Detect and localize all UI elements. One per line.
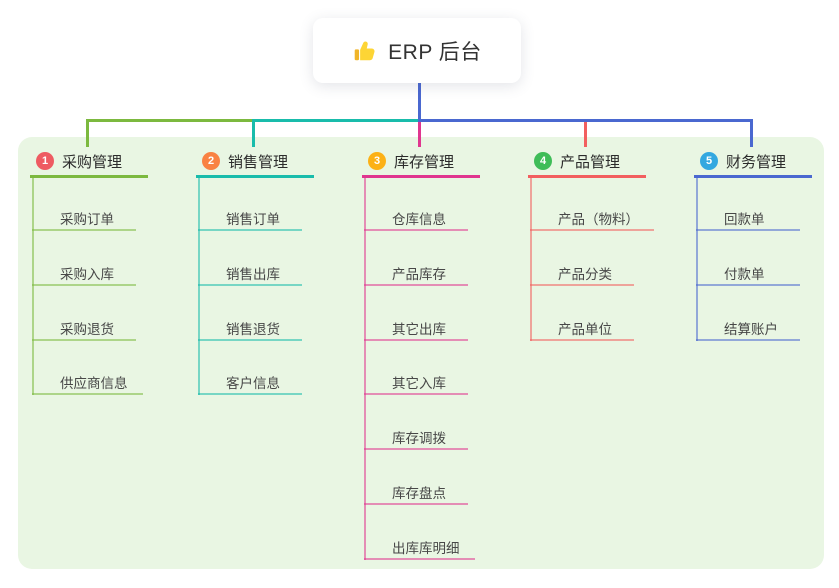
children-spine-connector xyxy=(530,178,532,341)
branch-drop-connector xyxy=(252,122,255,147)
children-spine-connector xyxy=(32,178,34,396)
child-underline xyxy=(530,284,634,286)
child-node[interactable]: 采购入库 xyxy=(60,267,114,282)
child-underline xyxy=(696,339,800,341)
connector-rail-mid xyxy=(252,119,421,122)
branch-underline xyxy=(196,175,314,178)
child-node[interactable]: 库存调拨 xyxy=(392,431,446,446)
child-underline xyxy=(198,339,302,341)
branch-drop-connector xyxy=(584,122,587,147)
mindmap-panel xyxy=(18,137,824,569)
child-node[interactable]: 销售订单 xyxy=(226,212,280,227)
child-node[interactable]: 结算账户 xyxy=(724,322,778,337)
root-connector-stem xyxy=(418,83,421,119)
branch-label-text: 销售管理 xyxy=(228,153,289,171)
priority-badge: 4 xyxy=(534,152,552,170)
child-node[interactable]: 产品（物料） xyxy=(558,212,639,227)
child-underline xyxy=(696,229,800,231)
child-node[interactable]: 采购订单 xyxy=(60,212,114,227)
child-underline xyxy=(364,558,475,560)
child-underline xyxy=(364,503,468,505)
branch-node-4[interactable]: 4 产品管理 xyxy=(534,148,620,174)
branch-drop-connector xyxy=(418,122,421,147)
child-underline xyxy=(32,229,136,231)
child-underline xyxy=(364,448,468,450)
branch-drop-connector xyxy=(86,122,89,147)
child-underline xyxy=(32,284,136,286)
child-node[interactable]: 产品库存 xyxy=(392,267,446,282)
branch-underline xyxy=(30,175,148,178)
thumb-hand xyxy=(360,40,375,60)
child-underline xyxy=(32,393,143,395)
child-node[interactable]: 库存盘点 xyxy=(392,486,446,501)
branch-label-text: 库存管理 xyxy=(394,153,455,171)
child-node[interactable]: 仓库信息 xyxy=(392,212,446,227)
child-node[interactable]: 其它出库 xyxy=(392,322,446,337)
child-node[interactable]: 采购退货 xyxy=(60,322,114,337)
child-node[interactable]: 销售出库 xyxy=(226,267,280,282)
thumb-cuff xyxy=(354,48,360,60)
child-underline xyxy=(364,284,468,286)
child-underline xyxy=(198,393,302,395)
child-underline xyxy=(530,339,634,341)
child-node[interactable]: 其它入库 xyxy=(392,376,446,391)
child-node[interactable]: 产品分类 xyxy=(558,267,612,282)
root-label: ERP 后台 xyxy=(388,40,482,64)
branch-drop-connector xyxy=(750,122,753,147)
branch-node-3[interactable]: 3 库存管理 xyxy=(368,148,454,174)
child-node[interactable]: 回款单 xyxy=(724,212,765,227)
branch-underline xyxy=(694,175,812,178)
child-underline xyxy=(364,393,468,395)
priority-badge: 1 xyxy=(36,152,54,170)
branch-label-text: 财务管理 xyxy=(726,153,787,171)
child-underline xyxy=(32,339,136,341)
child-node[interactable]: 销售退货 xyxy=(226,322,280,337)
branch-underline xyxy=(362,175,480,178)
child-underline xyxy=(198,284,302,286)
children-spine-connector xyxy=(696,178,698,341)
branch-underline xyxy=(528,175,646,178)
branch-label-text: 产品管理 xyxy=(560,153,621,171)
child-node[interactable]: 产品单位 xyxy=(558,322,612,337)
branch-node-5[interactable]: 5 财务管理 xyxy=(700,148,786,174)
child-node[interactable]: 出库库明细 xyxy=(392,541,460,556)
child-underline xyxy=(364,339,468,341)
connector-rail-right xyxy=(418,119,753,122)
branch-node-2[interactable]: 2 销售管理 xyxy=(202,148,288,174)
children-spine-connector xyxy=(198,178,200,396)
child-node[interactable]: 供应商信息 xyxy=(60,376,128,391)
root-node[interactable]: ERP 后台 xyxy=(313,18,521,83)
child-underline xyxy=(696,284,800,286)
priority-badge: 5 xyxy=(700,152,718,170)
child-underline xyxy=(364,229,468,231)
priority-badge: 3 xyxy=(368,152,386,170)
child-underline xyxy=(198,229,302,231)
priority-badge: 2 xyxy=(202,152,220,170)
child-node[interactable]: 付款单 xyxy=(724,267,765,282)
child-node[interactable]: 客户信息 xyxy=(226,376,280,391)
branch-label-text: 采购管理 xyxy=(62,153,123,171)
thumbs-up-icon xyxy=(352,38,378,64)
child-underline xyxy=(530,229,654,231)
children-spine-connector xyxy=(364,178,366,560)
branch-node-1[interactable]: 1 采购管理 xyxy=(36,148,122,174)
